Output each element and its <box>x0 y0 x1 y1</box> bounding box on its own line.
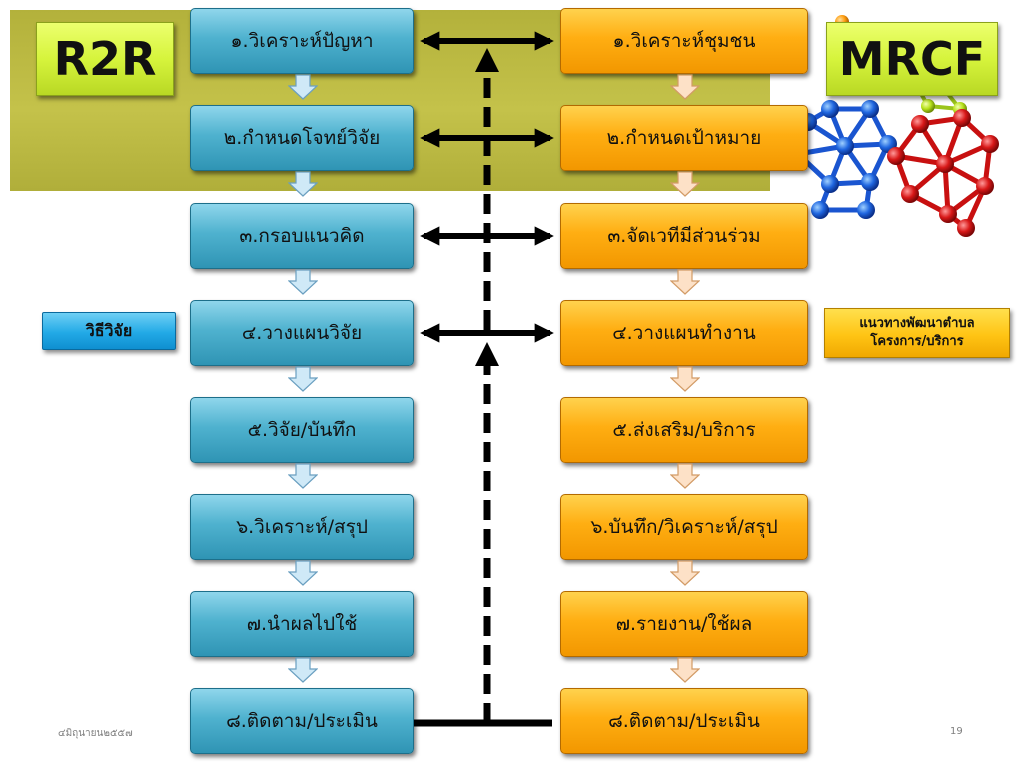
mrcf-tag: MRCF <box>826 22 998 96</box>
mrcf-step-8: ๘.ติดตาม/ประเมิน <box>560 688 808 754</box>
mrcf-down-arrow-icon <box>670 366 700 392</box>
mrcf-down-arrow-icon <box>670 463 700 489</box>
development-guideline-label: แนวทางพัฒนาตำบล โครงการ/บริการ <box>824 308 1010 358</box>
r2r-down-arrow-icon <box>288 269 318 295</box>
guideline-line-2: โครงการ/บริการ <box>870 334 964 349</box>
mrcf-down-arrow-icon <box>670 74 700 100</box>
r2r-down-arrow-icon <box>288 74 318 100</box>
mrcf-down-arrow-icon <box>670 657 700 683</box>
r2r-step-2: ๒.กำหนดโจทย์วิจัย <box>190 105 414 171</box>
mrcf-step-7: ๗.รายงาน/ใช้ผล <box>560 591 808 657</box>
r2r-down-arrow-icon <box>288 657 318 683</box>
r2r-tag: R2R <box>36 22 174 96</box>
feedback-arrowhead-lower <box>475 342 499 366</box>
r2r-down-arrow-icon <box>288 463 318 489</box>
mrcf-step-6: ๖.บันทึก/วิเคราะห์/สรุป <box>560 494 808 560</box>
r2r-step-4: ๔.วางแผนวิจัย <box>190 300 414 366</box>
r2r-step-6: ๖.วิเคราะห์/สรุป <box>190 494 414 560</box>
r2r-step-3: ๓.กรอบแนวคิด <box>190 203 414 269</box>
mrcf-step-5: ๕.ส่งเสริม/บริการ <box>560 397 808 463</box>
mrcf-down-arrow-icon <box>670 171 700 197</box>
r2r-step-1: ๑.วิเคราะห์ปัญหา <box>190 8 414 74</box>
r2r-down-arrow-icon <box>288 560 318 586</box>
mrcf-step-2: ๒.กำหนดเป้าหมาย <box>560 105 808 171</box>
mrcf-down-arrow-icon <box>670 560 700 586</box>
r2r-step-5: ๕.วิจัย/บันทึก <box>190 397 414 463</box>
r2r-step-7: ๗.นำผลไปใช้ <box>190 591 414 657</box>
mrcf-step-3: ๓.จัดเวทีมีส่วนร่วม <box>560 203 808 269</box>
r2r-down-arrow-icon <box>288 366 318 392</box>
r2r-down-arrow-icon <box>288 171 318 197</box>
feedback-arrowhead-upper <box>475 48 499 72</box>
footer-date: ๔มิถุนายน๒๕๕๗ <box>58 728 133 739</box>
mrcf-step-1: ๑.วิเคราะห์ชุมชน <box>560 8 808 74</box>
research-method-label: วิธีวิจัย <box>42 312 176 350</box>
mrcf-down-arrow-icon <box>670 269 700 295</box>
mrcf-step-4: ๔.วางแผนทำงาน <box>560 300 808 366</box>
guideline-line-1: แนวทางพัฒนาตำบล <box>859 316 975 332</box>
page-number: 19 <box>950 726 963 737</box>
r2r-step-8: ๘.ติดตาม/ประเมิน <box>190 688 414 754</box>
